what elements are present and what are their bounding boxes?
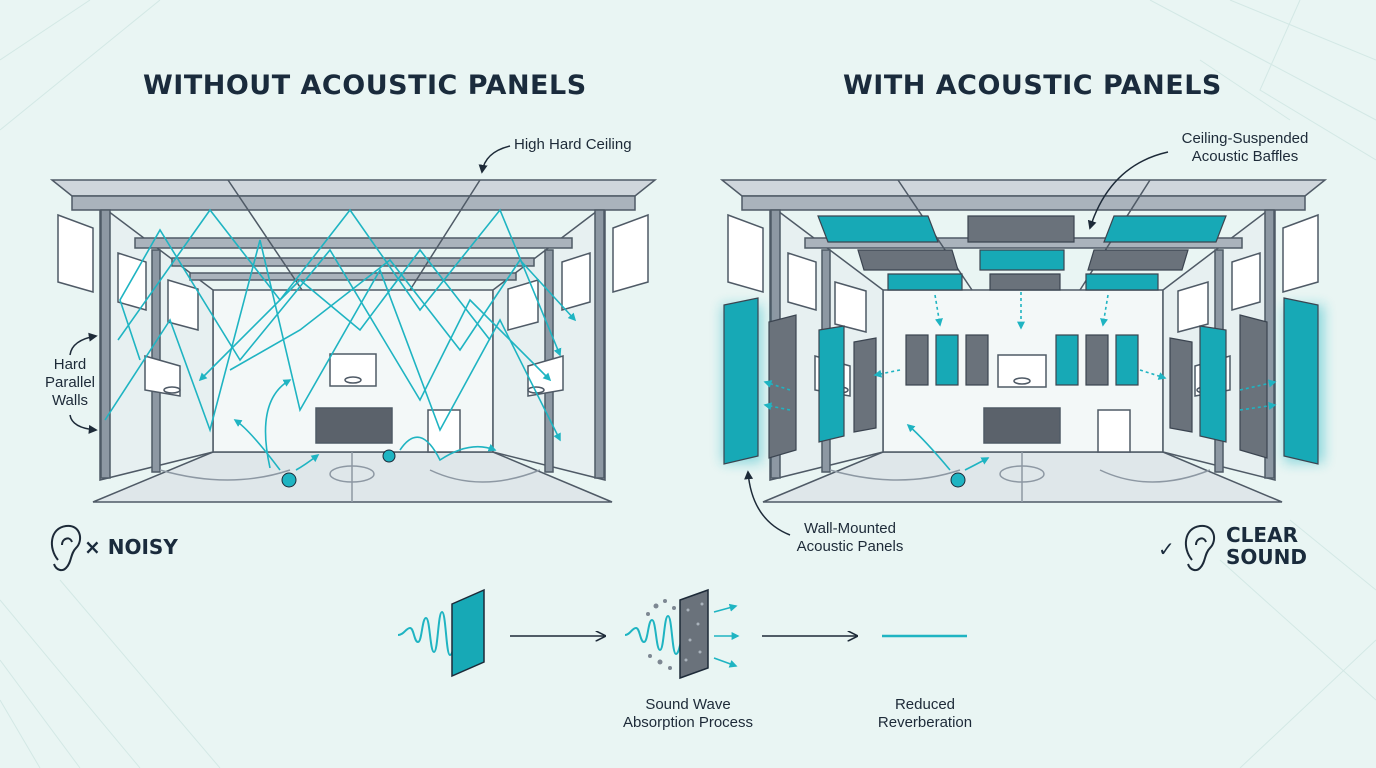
- clear-sound-status: CLEAR SOUND: [1226, 523, 1307, 569]
- hard-wall-icon: [451, 588, 485, 678]
- acoustic-panel-icon: [679, 588, 709, 680]
- hard-parallel-walls-label: Hard Parallel Walls: [44, 356, 96, 409]
- absorbed-sound-paths: [763, 292, 1277, 411]
- noisy-status: × NOISY: [84, 536, 178, 558]
- reduced-reverberation-label: Reduced Reverberation: [877, 696, 973, 731]
- ceiling-baffles: [817, 215, 1227, 291]
- absorption-process-label: Sound Wave Absorption Process: [622, 696, 754, 731]
- back-wall-panels: [905, 334, 1139, 386]
- high-hard-ceiling-label: High Hard Ceiling: [514, 136, 632, 153]
- particle-dots: [646, 599, 676, 670]
- left-panel-title: WITHOUT ACOUSTIC PANELS: [143, 70, 587, 101]
- checkmark-icon: ✓: [1158, 537, 1175, 561]
- wall-mounted-panels: [722, 297, 1324, 465]
- noisy-text: NOISY: [107, 535, 178, 559]
- ceiling-baffles-label: Ceiling-Suspended Acoustic Baffles: [1181, 130, 1309, 165]
- wall-panels-label: Wall-Mounted Acoustic Panels: [796, 520, 904, 555]
- x-mark-icon: ×: [84, 535, 101, 559]
- ear-icon: [50, 524, 82, 572]
- right-panel-title: WITH ACOUSTIC PANELS: [843, 70, 1222, 101]
- sound-wave-icon: [397, 610, 466, 657]
- sound-wave-icon: [624, 614, 687, 656]
- ear-icon: [1184, 524, 1216, 572]
- reverberation-paths: [104, 208, 577, 471]
